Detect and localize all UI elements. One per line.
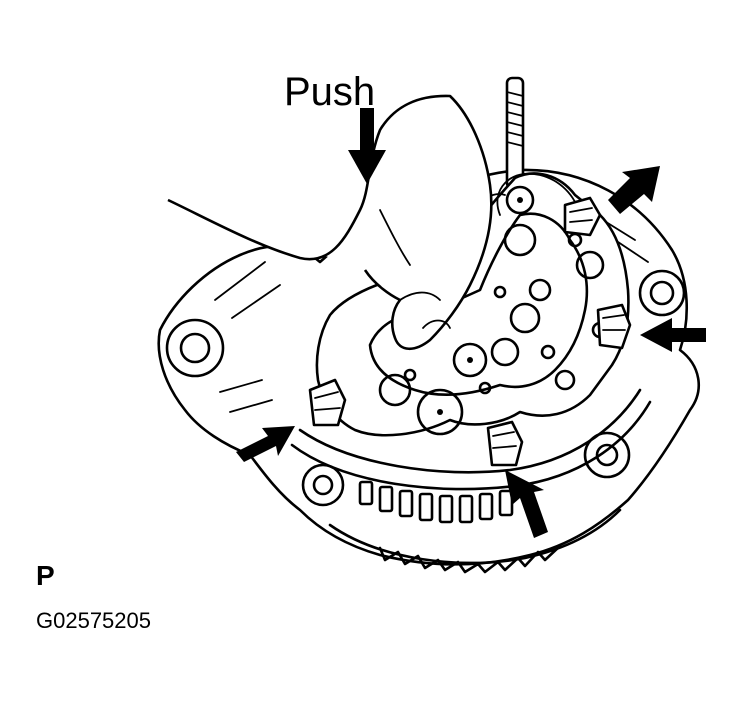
cooling-fan [328, 480, 622, 574]
terminal-arrow-top-right-icon [608, 166, 660, 214]
figure-code: G02575205 [36, 608, 151, 633]
rectifier-terminals [308, 196, 632, 467]
terminal-stud-bolt [505, 76, 525, 190]
terminal-arrow-right-icon [640, 318, 706, 352]
hand-illustration [167, 94, 493, 351]
push-arrow-icon [348, 108, 386, 184]
view-letter: P [36, 560, 55, 591]
terminal-arrow-left-icon [236, 426, 295, 462]
push-label: Push [284, 70, 376, 114]
terminal-arrow-bottom-icon [505, 470, 548, 538]
